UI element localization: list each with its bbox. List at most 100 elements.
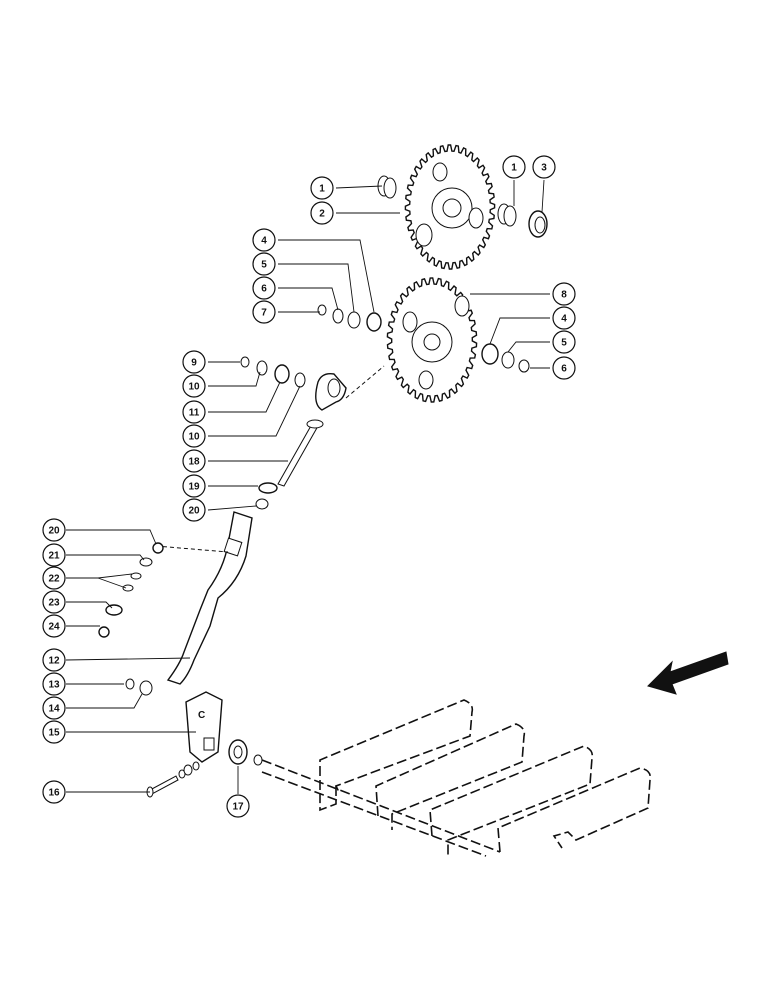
callout-c10a: 10 bbox=[182, 374, 206, 398]
callout-circle bbox=[42, 614, 66, 638]
callout-c12: 12 bbox=[42, 648, 66, 672]
callout-circle bbox=[42, 590, 66, 614]
callout-c17: 17 bbox=[226, 794, 250, 818]
bolt-assembly bbox=[146, 761, 200, 798]
callout-label: 10 bbox=[188, 382, 200, 393]
callout-c5a: 5 bbox=[252, 252, 276, 276]
callout-label: 6 bbox=[561, 364, 567, 375]
lever-arm bbox=[155, 511, 253, 685]
rod-end-eye bbox=[315, 365, 385, 411]
washers-13-14 bbox=[125, 678, 153, 696]
callout-circle bbox=[252, 276, 276, 300]
callout-label: 15 bbox=[48, 728, 60, 739]
callout-c6a: 6 bbox=[252, 276, 276, 300]
callout-c24: 24 bbox=[42, 614, 66, 638]
rod-nuts bbox=[255, 482, 278, 510]
callout-c13: 13 bbox=[42, 672, 66, 696]
callout-label: 11 bbox=[189, 408, 200, 419]
callout-circle bbox=[42, 720, 66, 744]
callout-label: 20 bbox=[188, 506, 200, 517]
callout-c20a: 20 bbox=[182, 498, 206, 522]
washers-9-11 bbox=[240, 356, 306, 388]
callout-c11: 11 bbox=[182, 400, 206, 424]
callout-label: 16 bbox=[48, 788, 60, 799]
callout-c2: 2 bbox=[310, 201, 334, 225]
callout-circle bbox=[226, 794, 250, 818]
upper-spacers bbox=[377, 175, 548, 238]
callout-circle bbox=[182, 474, 206, 498]
callout-label: 12 bbox=[48, 656, 60, 667]
callout-c20b: 20 bbox=[42, 518, 66, 542]
callout-c6b: 6 bbox=[552, 356, 576, 380]
callout-label: 6 bbox=[261, 284, 267, 295]
callout-label: 1 bbox=[319, 184, 325, 195]
callout-c4a: 4 bbox=[252, 228, 276, 252]
callout-label: 14 bbox=[48, 704, 60, 715]
callout-circle bbox=[182, 424, 206, 448]
callout-label: 19 bbox=[188, 482, 200, 493]
callout-c18: 18 bbox=[182, 449, 206, 473]
callout-label: 23 bbox=[48, 598, 60, 609]
callout-label: 5 bbox=[261, 260, 267, 271]
callout-label: 1 bbox=[511, 163, 517, 174]
callout-circle bbox=[552, 330, 576, 354]
callout-circle bbox=[42, 672, 66, 696]
callout-circle bbox=[182, 374, 206, 398]
threaded-rod bbox=[277, 419, 324, 487]
callout-circle bbox=[310, 176, 334, 200]
callout-label: 10 bbox=[188, 432, 200, 443]
callout-circle bbox=[42, 696, 66, 720]
callout-circle bbox=[42, 518, 66, 542]
callout-label: 13 bbox=[48, 680, 60, 691]
callout-label: 18 bbox=[188, 457, 200, 468]
callout-c1a: 1 bbox=[310, 176, 334, 200]
callout-c23: 23 bbox=[42, 590, 66, 614]
callout-circle bbox=[182, 350, 206, 374]
lower-spacers bbox=[317, 304, 530, 373]
callout-c16: 16 bbox=[42, 780, 66, 804]
callout-circle bbox=[42, 648, 66, 672]
callout-label: 4 bbox=[561, 314, 567, 325]
bracket-letter: C bbox=[198, 710, 205, 721]
callout-circle bbox=[182, 498, 206, 522]
callout-label: 8 bbox=[561, 290, 567, 301]
callout-circle bbox=[252, 228, 276, 252]
callout-c4b: 4 bbox=[552, 306, 576, 330]
upper-sprocket bbox=[404, 144, 496, 270]
callout-circle bbox=[310, 201, 334, 225]
callout-circle bbox=[42, 780, 66, 804]
callout-circle bbox=[252, 252, 276, 276]
callout-label: 7 bbox=[261, 308, 267, 319]
washer-17 bbox=[228, 739, 263, 766]
callout-circle bbox=[552, 306, 576, 330]
callout-c22: 22 bbox=[42, 566, 66, 590]
callout-label: 2 bbox=[319, 209, 325, 220]
callout-label: 22 bbox=[48, 574, 60, 585]
callout-c15: 15 bbox=[42, 720, 66, 744]
callout-circle bbox=[42, 566, 66, 590]
callout-circle bbox=[182, 400, 206, 424]
callout-label: 20 bbox=[48, 526, 60, 537]
leader-lines bbox=[65, 179, 550, 794]
callout-label: 5 bbox=[561, 338, 567, 349]
callout-c3: 3 bbox=[532, 155, 556, 179]
callout-c19: 19 bbox=[182, 474, 206, 498]
callout-label: 3 bbox=[541, 163, 547, 174]
callout-label: 17 bbox=[232, 802, 244, 813]
bracket: C bbox=[185, 691, 223, 763]
callout-circle bbox=[182, 449, 206, 473]
callout-circle bbox=[502, 155, 526, 179]
callout-circle bbox=[552, 282, 576, 306]
callout-label: 21 bbox=[48, 551, 60, 562]
lower-sprocket bbox=[386, 277, 478, 403]
callout-label: 24 bbox=[48, 622, 60, 633]
nut-stack bbox=[98, 542, 164, 638]
callout-circle bbox=[42, 543, 66, 567]
callout-c1b: 1 bbox=[502, 155, 526, 179]
callout-circle bbox=[532, 155, 556, 179]
callout-c21: 21 bbox=[42, 543, 66, 567]
callout-c7: 7 bbox=[252, 300, 276, 324]
callout-c9: 9 bbox=[182, 350, 206, 374]
